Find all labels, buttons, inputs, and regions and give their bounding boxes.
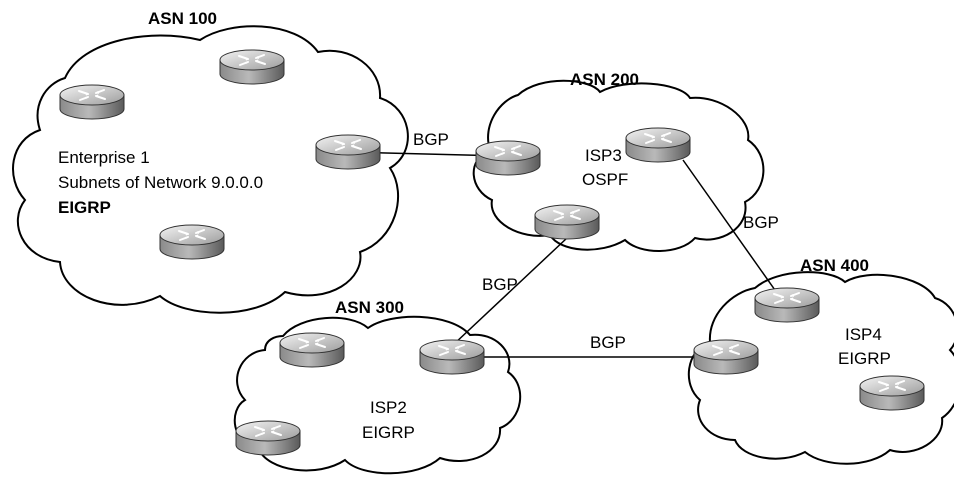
router-icon [534, 204, 600, 240]
isp4-protocol: EIGRP [838, 349, 891, 368]
asn400-cloud [687, 271, 954, 465]
router-icon [625, 127, 691, 163]
asn400-title: ASN 400 [800, 256, 869, 275]
bgp-label-isp3-isp2: BGP [482, 275, 518, 294]
router-icon [859, 375, 925, 411]
router-icon [315, 134, 381, 170]
isp2-protocol: EIGRP [362, 423, 415, 442]
enterprise-name: Enterprise 1 [58, 148, 150, 167]
asn200-title: ASN 200 [570, 70, 639, 89]
router-icon [693, 339, 759, 375]
router-icon [59, 84, 125, 120]
bgp-label-enterprise-isp3: BGP [413, 130, 449, 149]
enterprise-subnets: Subnets of Network 9.0.0.0 [58, 173, 263, 192]
isp4-name: ISP4 [845, 325, 882, 344]
isp2-name: ISP2 [370, 398, 407, 417]
router-icon [419, 339, 485, 375]
router-icon [475, 140, 541, 176]
enterprise-protocol: EIGRP [58, 198, 111, 217]
asn100-title: ASN 100 [148, 9, 217, 28]
link-isp3-isp4 [682, 159, 783, 301]
router-icon [754, 287, 820, 323]
router-icon [219, 49, 285, 85]
bgp-label-isp3-isp4: BGP [743, 213, 779, 232]
router-icon [279, 332, 345, 368]
isp3-protocol: OSPF [582, 170, 628, 189]
router-icon [235, 420, 301, 456]
bgp-label-isp2-isp4: BGP [590, 333, 626, 352]
isp3-name: ISP3 [585, 146, 622, 165]
link-isp3-isp2 [452, 237, 568, 346]
asn300-title: ASN 300 [335, 298, 404, 317]
router-icon [159, 224, 225, 260]
